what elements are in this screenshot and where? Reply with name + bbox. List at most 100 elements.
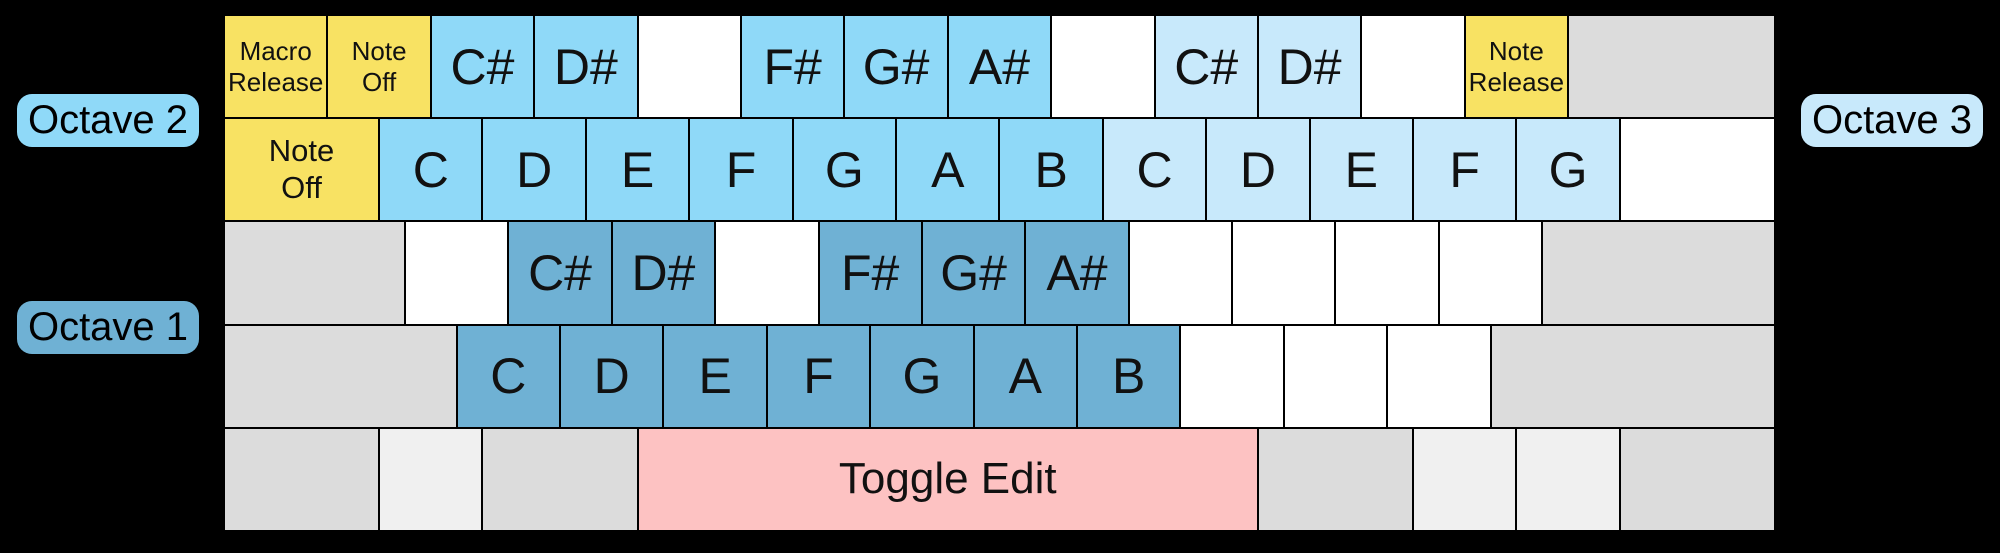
key-b-octave1: B (1076, 324, 1181, 428)
key-unassigned (1180, 324, 1284, 428)
key-g-octave1: G (870, 324, 974, 428)
key-f-octave2: F (689, 118, 793, 222)
key-gray-unassigned (1568, 15, 1775, 119)
key-label: C# (450, 38, 515, 95)
key-label: E (698, 348, 732, 405)
key-a-octave2: A (896, 118, 1000, 222)
key-gray-unassigned (1490, 324, 1775, 428)
key-gray-unassigned (1257, 427, 1414, 531)
key-label: F (803, 348, 834, 405)
key-g-octave2: G (792, 118, 897, 222)
key-g-sharp-octave2: G# (844, 15, 948, 119)
key-label: A# (968, 38, 1031, 95)
key-label: B (1034, 141, 1068, 198)
key-d-sharp-octave1: D# (611, 221, 716, 325)
key-unassigned (1232, 221, 1336, 325)
key-gray_light-unassigned (1516, 427, 1620, 531)
key-g-sharp-octave1: G# (921, 221, 1026, 325)
key-unassigned (1051, 15, 1155, 119)
key-label: Note Release (1468, 35, 1565, 97)
key-label: Note Off (268, 133, 335, 205)
key-c-octave1: C (456, 324, 561, 428)
key-gray-unassigned (224, 324, 457, 428)
key-label: D# (631, 244, 696, 301)
key-unassigned (404, 221, 509, 325)
key-label: F (1449, 141, 1480, 198)
key-a-sharp-octave2: A# (947, 15, 1052, 119)
key-e-octave1: E (663, 324, 767, 428)
key-label: G# (940, 244, 1007, 301)
key-e-octave2: E (585, 118, 690, 222)
key-a-octave1: A (973, 324, 1077, 428)
key-gray_light-unassigned (379, 427, 483, 531)
key-label: A (1008, 348, 1042, 405)
key-c-octave3: C (1102, 118, 1207, 222)
key-unassigned (715, 221, 819, 325)
key-d-sharp-octave3: D# (1257, 15, 1362, 119)
key-c-octave2: C (379, 118, 483, 222)
key-label: F# (841, 244, 900, 301)
key-label: Note Off (351, 35, 407, 97)
key-label: G (1548, 141, 1588, 198)
key-label: D# (553, 38, 618, 95)
key-c-sharp-octave3: C# (1154, 15, 1258, 119)
key-note-off: Note Off (327, 15, 431, 119)
key-label: D# (1277, 38, 1342, 95)
key-gray-unassigned (482, 427, 638, 531)
key-note-release: Note Release (1464, 15, 1569, 119)
key-label: A (931, 141, 965, 198)
key-label: B (1112, 348, 1146, 405)
key-label: Macro Release (227, 35, 324, 97)
keyboard-row-1: Macro Release Note Off C# D# F# G# A# C# D# Note … (224, 15, 1775, 119)
key-label: G# (862, 38, 930, 95)
key-gray-unassigned (1619, 427, 1775, 531)
key-label: C# (528, 244, 592, 301)
key-label: F (725, 141, 757, 198)
key-label: C (1136, 141, 1173, 198)
key-f-sharp-octave2: F# (740, 15, 845, 119)
key-d-octave3: D (1206, 118, 1310, 222)
key-label: C# (1174, 38, 1239, 95)
key-label: Toggle Edit (838, 454, 1057, 504)
key-gray-unassigned (1542, 221, 1775, 325)
key-unassigned (1361, 15, 1465, 119)
key-unassigned (1128, 221, 1233, 325)
key-label: E (1344, 141, 1378, 198)
key-c-sharp-octave2: C# (430, 15, 535, 119)
octave-2-label: Octave 2 (17, 94, 199, 147)
key-e-octave3: E (1309, 118, 1413, 222)
key-label: G (902, 348, 942, 405)
key-macro-release: Macro Release (224, 15, 328, 119)
key-g-octave3: G (1516, 118, 1620, 222)
key-label: G (824, 141, 864, 198)
key-f-octave3: F (1413, 118, 1517, 222)
key-unassigned (1619, 118, 1775, 222)
key-b-octave2: B (999, 118, 1103, 222)
octave-1-label: Octave 1 (17, 301, 199, 354)
key-unassigned (1283, 324, 1388, 428)
keyboard-row-5: Toggle Edit (224, 427, 1775, 531)
octave-3-label: Octave 3 (1801, 94, 1983, 147)
key-a-sharp-octave1: A# (1025, 221, 1129, 325)
key-d-octave1: D (560, 324, 664, 428)
key-d-sharp-octave2: D# (534, 15, 638, 119)
key-f-octave1: F (766, 324, 871, 428)
key-c-sharp-octave1: C# (508, 221, 612, 325)
key-label: C (490, 348, 527, 405)
key-gray-unassigned (224, 427, 380, 531)
key-label: D (1239, 141, 1276, 198)
key-label: F# (763, 38, 822, 95)
key-f-sharp-octave1: F# (818, 221, 922, 325)
key-unassigned (637, 15, 741, 119)
key-unassigned (1387, 324, 1491, 428)
key-gray_light-unassigned (1413, 427, 1517, 531)
key-unassigned (1438, 221, 1543, 325)
key-gray-unassigned (224, 221, 405, 325)
keyboard-row-3: C# D# F# G# A# (224, 221, 1775, 325)
key-label: A# (1046, 244, 1108, 301)
key-label: D (516, 141, 553, 198)
